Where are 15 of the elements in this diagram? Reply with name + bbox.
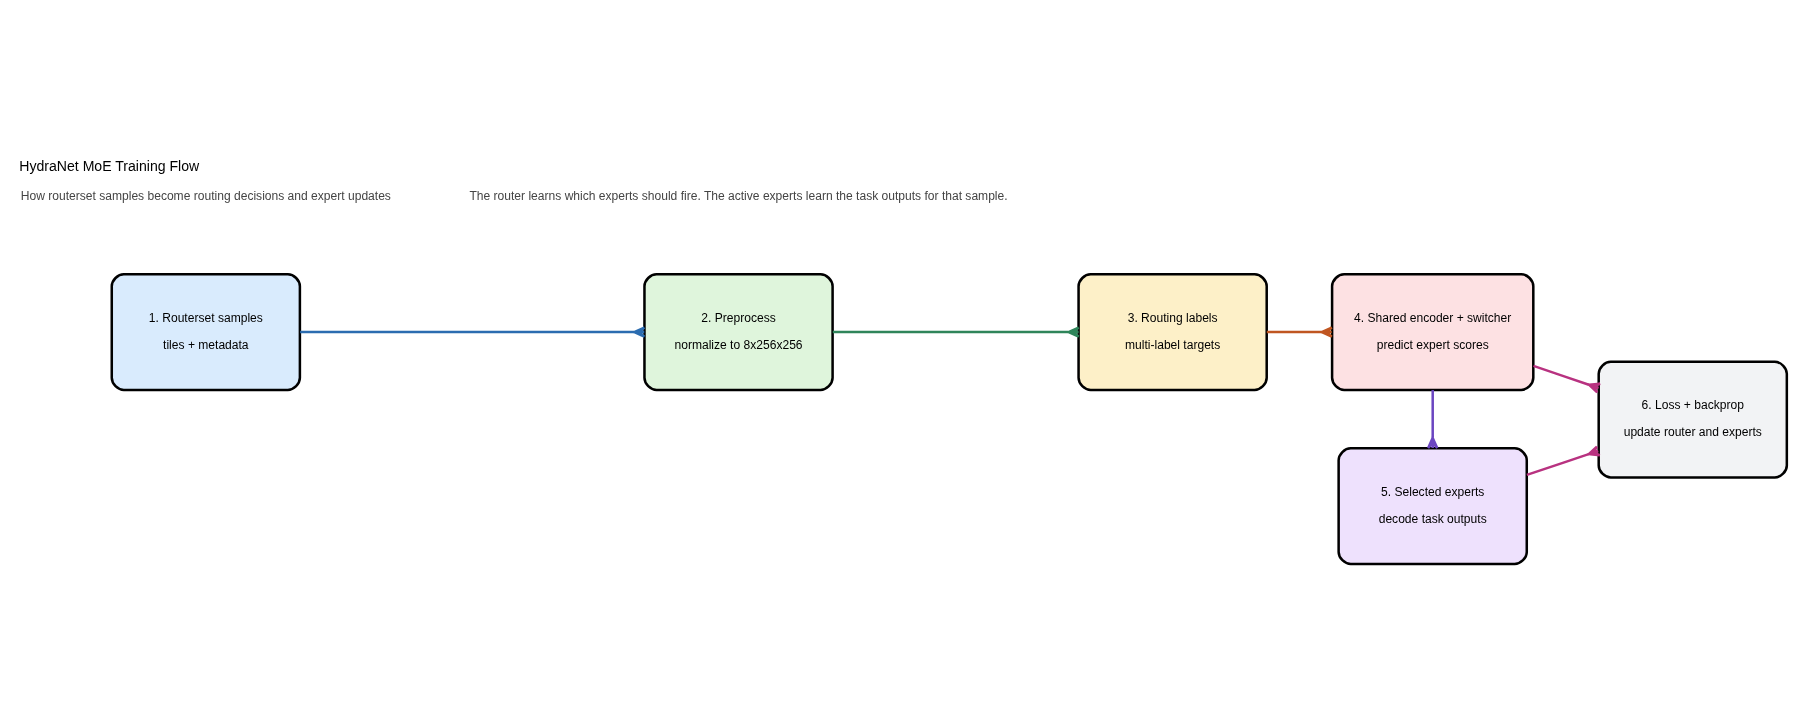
- label: The router learns which experts should fire. The active experts learn the task outputs for that sample.: [469, 189, 1008, 204]
- connector: [1266, 326, 1333, 338]
- connector: [1533, 364, 1602, 394]
- connector: [300, 326, 646, 338]
- node-box: 5. Selected experts decode task outputs: [1337, 447, 1529, 566]
- node-box: 6. Loss + backprop update router and experts: [1597, 360, 1789, 479]
- node-box: 2. Preprocess normalize to 8x256x256: [643, 272, 834, 392]
- label: How routerset samples become routing decisions and expert updates: [20, 189, 391, 204]
- diagram-title: HydraNet MoE Training Flow: [19, 158, 200, 175]
- node-box: 1. Routerset samples tiles + metadata: [110, 272, 302, 392]
- connector: [832, 326, 1080, 338]
- connector: [1426, 390, 1439, 450]
- node-box: 3. Routing labels multi-label targets: [1077, 272, 1268, 392]
- connector: [1526, 445, 1601, 477]
- node-box: 4. Shared encoder + switcher predict expert scores: [1330, 272, 1535, 392]
